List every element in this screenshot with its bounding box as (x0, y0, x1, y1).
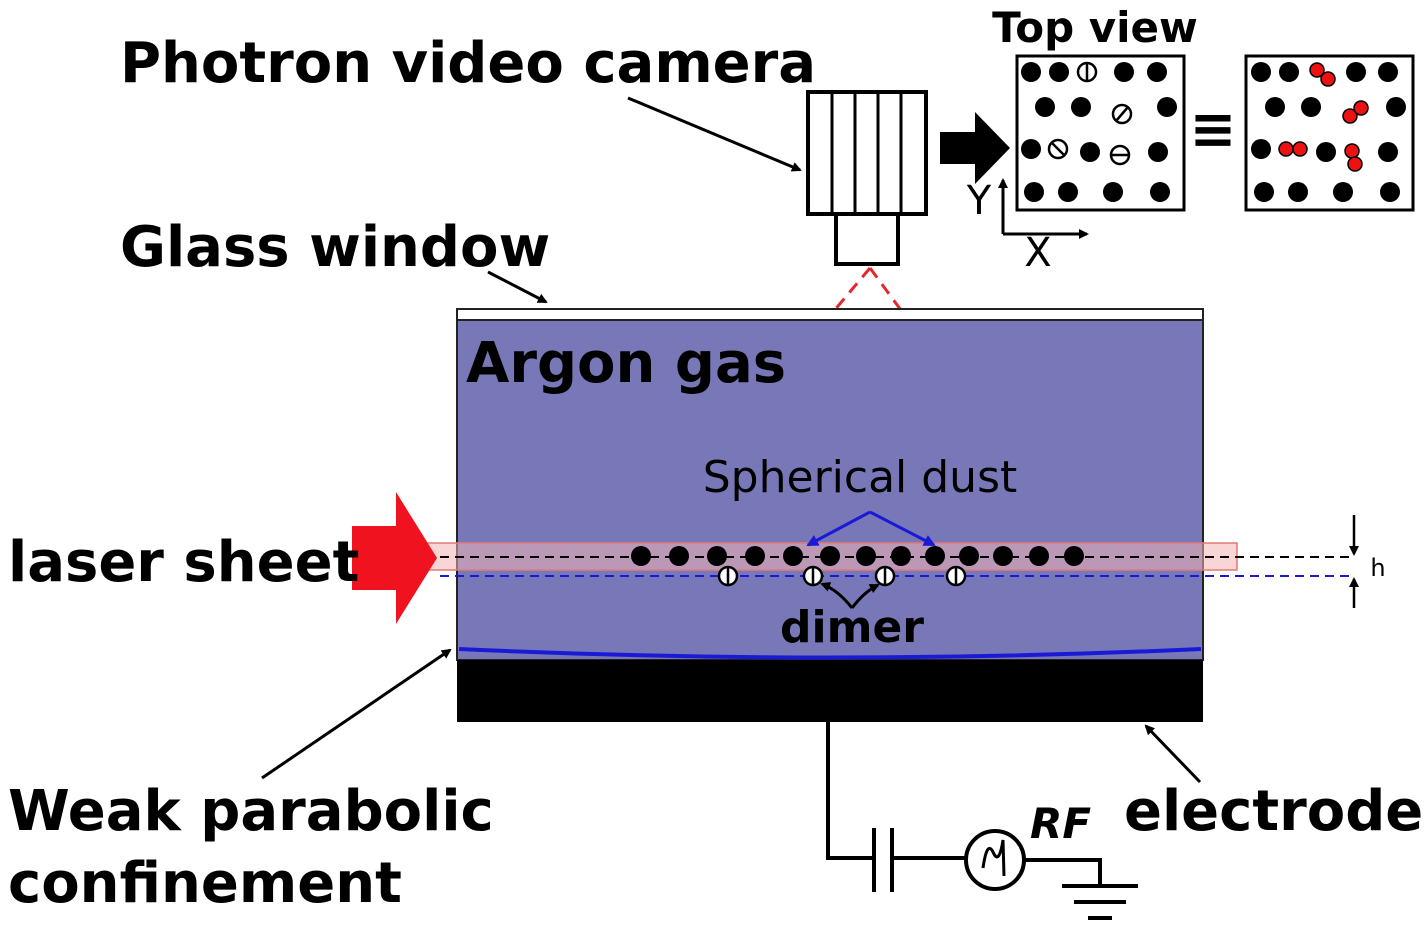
top-view-panel (1015, 54, 1186, 212)
laser-sheet-label: laser sheet (8, 530, 359, 595)
laser-arrow (352, 492, 437, 624)
dimer-pointer-right (850, 583, 880, 609)
plasma-chamber (456, 308, 1204, 722)
electrode-label: electrode (1124, 779, 1423, 844)
top-view-label: Top view (992, 3, 1198, 52)
red-dimers (1278, 62, 1369, 172)
weak-confinement-label-line2: confinement (8, 851, 402, 916)
rf-circuit (826, 722, 1138, 920)
argon-gas-label: Argon gas (466, 331, 786, 396)
h-indicator: h (1349, 515, 1386, 608)
dust-particles (631, 546, 1084, 566)
spherical-dust-label: Spherical dust (703, 452, 1018, 503)
axis-x-label: X (1024, 230, 1051, 276)
electrode-pointer (1144, 724, 1202, 784)
weak-confinement-label-line1: Weak parabolic (8, 779, 494, 844)
parabolic-curve (458, 647, 1202, 660)
dimer-particles (717, 565, 967, 587)
glass-window-label: Glass window (120, 215, 550, 280)
rf-source (964, 829, 1026, 891)
electrode-plate (457, 660, 1203, 722)
camera-to-topview-arrow (940, 112, 1010, 184)
axis-y-label: Y (966, 178, 992, 224)
dimer-symbols (1047, 61, 1133, 166)
dimer-label: dimer (780, 602, 924, 653)
argon-gas-region (456, 319, 1204, 661)
equivalent-sign: ≡ (1190, 97, 1237, 162)
spherical-dust-pointer-left (806, 510, 871, 547)
rf-label: RF (1030, 799, 1091, 848)
h-label: h (1370, 554, 1385, 582)
camera (806, 90, 928, 266)
dimer-pointer-left (820, 582, 854, 609)
weak-confinement-pointer (261, 648, 452, 780)
glass-window-pointer (487, 270, 548, 304)
top-view-panel-colored (1244, 54, 1415, 212)
camera-label: Photron video camera (120, 31, 816, 96)
camera-body (806, 90, 928, 216)
xy-axes: Y X (966, 178, 1089, 276)
camera-pointer (627, 96, 802, 172)
glass-window (456, 308, 1204, 321)
camera-lens (834, 212, 900, 266)
spherical-dust-pointer-right (869, 510, 936, 547)
